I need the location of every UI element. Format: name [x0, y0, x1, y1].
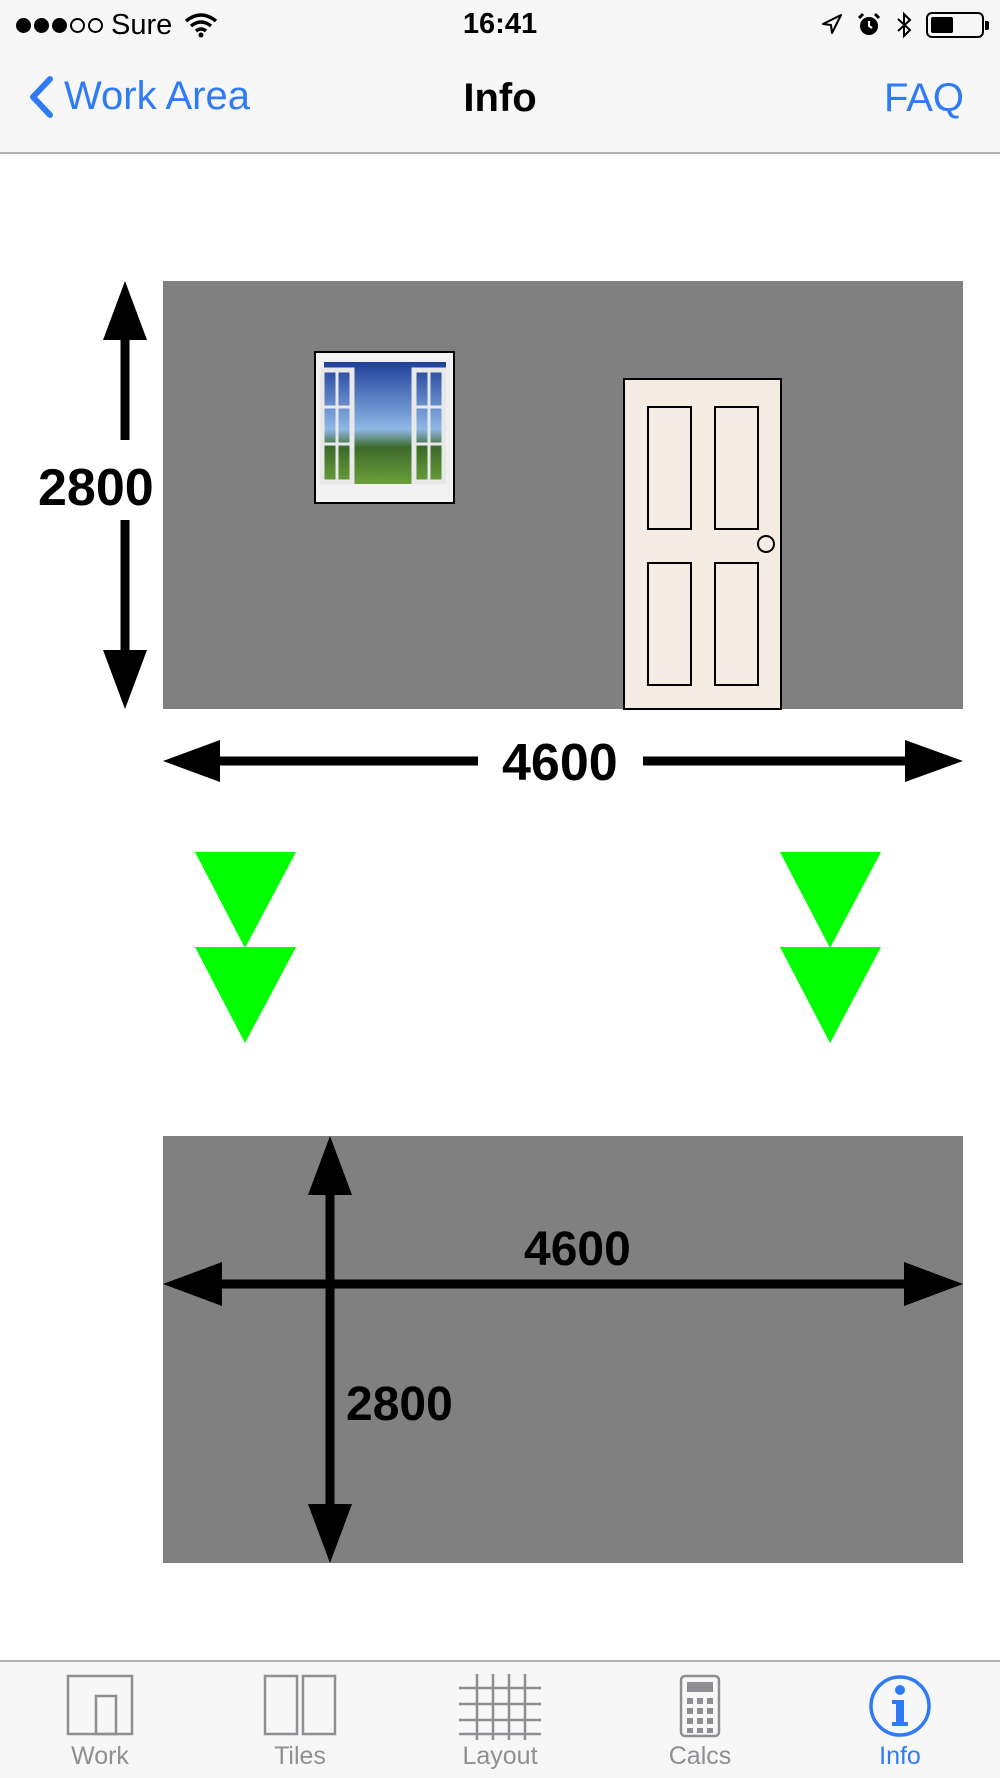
- bluetooth-icon: [897, 11, 912, 39]
- location-icon: [822, 14, 842, 34]
- signal-strength-icon: [16, 17, 103, 33]
- floor-height-label: 2800: [346, 1378, 453, 1431]
- tab-work-label: Work: [71, 1742, 129, 1770]
- door-image: [623, 378, 782, 710]
- wall-elevation: [163, 281, 963, 709]
- page-title: Info: [463, 76, 537, 120]
- down-arrow-left-icon: [195, 852, 296, 1043]
- tab-work[interactable]: Work: [0, 1662, 200, 1778]
- window-image: [314, 351, 455, 504]
- work-icon: [66, 1674, 134, 1736]
- battery-icon: [926, 12, 989, 38]
- carrier-name: Sure: [111, 8, 173, 41]
- floor-height-arrow: [308, 1136, 352, 1563]
- status-time: 16:41: [462, 8, 538, 40]
- tab-calcs-label: Calcs: [668, 1742, 732, 1770]
- status-bar: Sure 16:41: [0, 0, 1000, 50]
- navigation-bar: Work Area Info FAQ: [0, 50, 1000, 154]
- wall-width-arrow: [163, 740, 963, 782]
- alarm-clock-icon: [857, 12, 881, 35]
- carrier-signal: Sure: [16, 8, 218, 42]
- floor-width-label: 4600: [524, 1223, 631, 1276]
- tab-tiles-label: Tiles: [274, 1742, 326, 1770]
- tiles-icon: [263, 1674, 337, 1736]
- down-arrow-right-icon: [780, 852, 881, 1043]
- calculator-icon: [679, 1674, 721, 1738]
- back-button[interactable]: Work Area: [28, 74, 250, 119]
- tab-layout-label: Layout: [462, 1742, 538, 1770]
- layout-grid-icon: [459, 1674, 541, 1740]
- chevron-left-icon: [30, 75, 53, 118]
- back-button-label: Work Area: [64, 74, 250, 118]
- wall-to-floor-diagram: 2800 4600 4600 2800: [0, 154, 1000, 1660]
- tab-tiles[interactable]: Tiles: [200, 1662, 400, 1778]
- diagram-canvas: [103, 281, 963, 1563]
- wall-width-label: 4600: [502, 734, 618, 792]
- wifi-icon: [185, 13, 218, 38]
- wall-height-label: 2800: [38, 459, 154, 517]
- tab-bar: Work Tiles Layout: [0, 1660, 1000, 1778]
- tab-info[interactable]: Info: [800, 1662, 1000, 1778]
- tab-info-label: Info: [879, 1742, 921, 1770]
- wall-height-arrow: [103, 281, 147, 709]
- tab-calcs[interactable]: Calcs: [600, 1662, 800, 1778]
- floor-plan: [163, 1136, 963, 1563]
- faq-button[interactable]: FAQ: [883, 76, 964, 120]
- tab-layout[interactable]: Layout: [400, 1662, 600, 1778]
- info-icon: [869, 1675, 931, 1737]
